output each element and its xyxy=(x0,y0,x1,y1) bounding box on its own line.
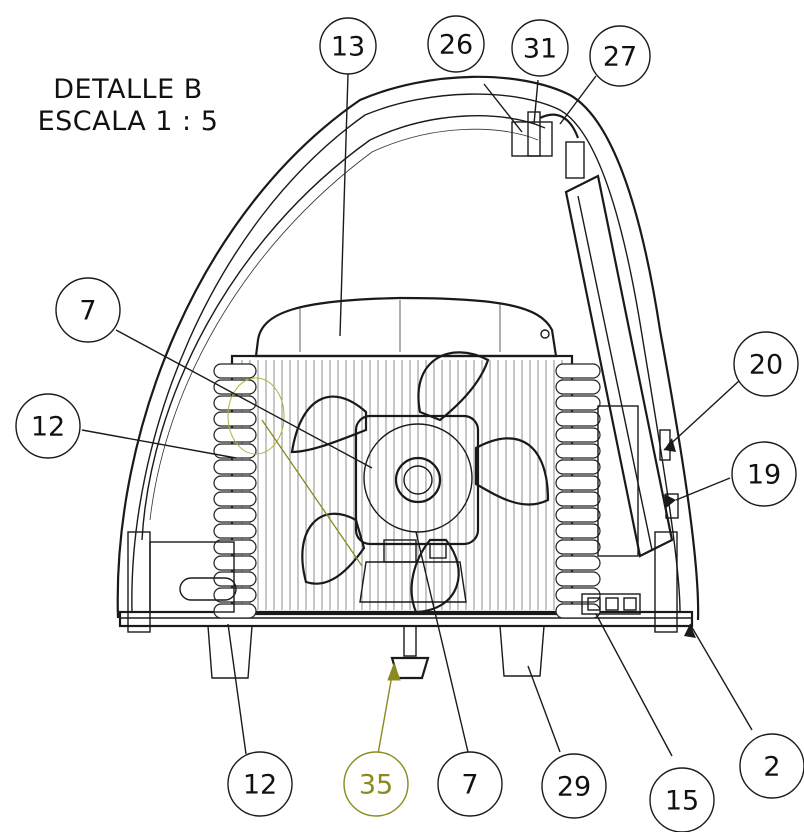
right-panel xyxy=(564,141,679,558)
callout-c26: 26 xyxy=(427,15,485,73)
feet xyxy=(207,625,545,680)
callout-circle xyxy=(227,751,293,817)
callout-label: 12 xyxy=(31,412,65,443)
condenser-coil xyxy=(213,354,601,619)
callout-label: 15 xyxy=(665,786,699,817)
callout-label: 35 xyxy=(359,770,393,801)
callout-c13: 13 xyxy=(319,17,377,75)
highlight-detail xyxy=(227,377,363,567)
callout-circle xyxy=(731,441,797,507)
callout-c7b: 7 xyxy=(437,751,503,817)
callout-label: 29 xyxy=(557,772,591,803)
detail-title-line1: DETALLE B xyxy=(53,74,203,105)
callout-circle xyxy=(733,331,799,397)
callout-circle xyxy=(541,753,607,819)
callout-label: 13 xyxy=(331,32,365,63)
callout-label: 19 xyxy=(747,460,781,491)
callout-c35: 35 xyxy=(343,751,409,817)
callout-c7a: 7 xyxy=(55,277,121,343)
callout-c27: 27 xyxy=(589,25,651,87)
callout-c12b: 12 xyxy=(227,751,293,817)
base-plate xyxy=(118,531,694,633)
top-components xyxy=(511,111,580,157)
callout-circle xyxy=(427,15,485,73)
callout-c31: 31 xyxy=(511,19,569,77)
condenser-cover xyxy=(254,296,558,358)
callouts: 13 26 31 27 7 12 20 19 12 35 7 29 15 2 xyxy=(15,15,804,832)
callout-label: 26 xyxy=(439,30,473,61)
detail-title-line2: ESCALA 1 : 5 xyxy=(37,106,219,137)
callout-circle xyxy=(739,733,804,799)
callout-c19: 19 xyxy=(731,441,797,507)
callout-label: 27 xyxy=(603,42,637,73)
callout-circle xyxy=(511,19,569,77)
callout-label: 2 xyxy=(763,752,780,783)
callout-label: 31 xyxy=(523,34,557,65)
callout-circle xyxy=(15,393,81,459)
housing-shell xyxy=(116,75,700,621)
callout-circle xyxy=(649,767,715,832)
leader-lines xyxy=(81,73,753,757)
callout-label: 7 xyxy=(461,770,478,801)
callout-c2: 2 xyxy=(739,733,804,799)
terminal-block xyxy=(581,593,641,615)
callout-c12a: 12 xyxy=(15,393,81,459)
callout-circle xyxy=(55,277,121,343)
fan-blades xyxy=(290,351,550,614)
callout-c15: 15 xyxy=(649,767,715,832)
callout-label: 12 xyxy=(243,770,277,801)
fan-motor xyxy=(354,414,480,603)
callout-label: 20 xyxy=(749,350,783,381)
callout-c20: 20 xyxy=(733,331,799,397)
callout-label: 7 xyxy=(79,296,96,327)
callout-circle xyxy=(437,751,503,817)
callout-circle xyxy=(343,751,409,817)
left-tank xyxy=(149,541,237,613)
callout-c29: 29 xyxy=(541,753,607,819)
callout-circle xyxy=(589,25,651,87)
detail-title: DETALLE B ESCALA 1 : 5 xyxy=(18,74,238,138)
callout-circle xyxy=(319,17,377,75)
